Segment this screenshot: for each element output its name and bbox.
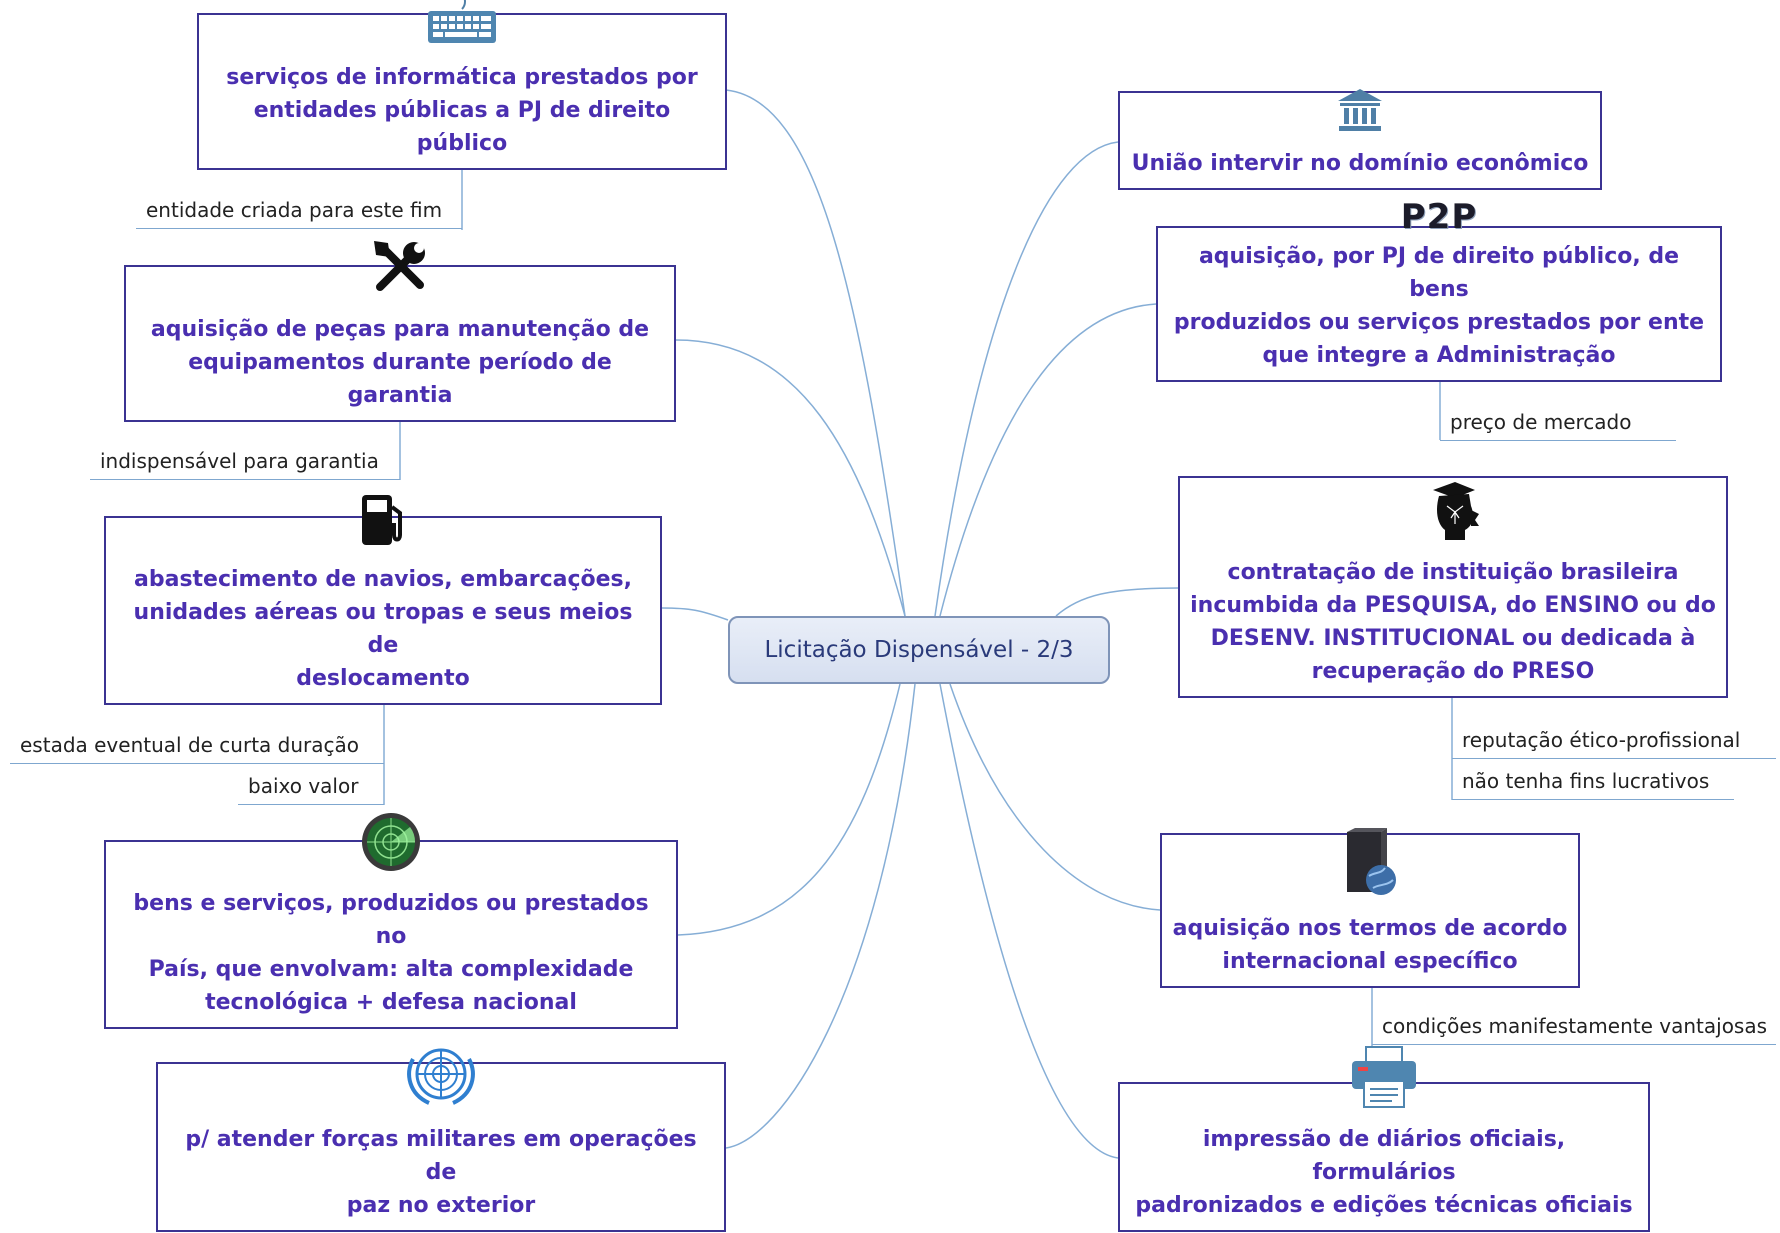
topic-pecas[interactable]: aquisição de peças para manutenção de eq… bbox=[124, 241, 676, 422]
fuel-pump-icon bbox=[358, 491, 408, 559]
topic-label: impressão de diários oficiais, formulári… bbox=[1135, 1127, 1633, 1218]
subtopic[interactable]: baixo valor bbox=[238, 772, 384, 805]
branch-p2p bbox=[939, 303, 1157, 617]
keyboard-icon bbox=[426, 0, 498, 57]
globe-document-icon bbox=[1337, 828, 1403, 908]
branch-pesquisa bbox=[1055, 587, 1179, 617]
bank-icon bbox=[1336, 87, 1384, 143]
graduate-head-icon bbox=[1425, 480, 1481, 552]
branch-acordo bbox=[949, 683, 1161, 911]
subtopic[interactable]: entidade criada para este fim bbox=[136, 196, 462, 229]
subtopic[interactable]: preço de mercado bbox=[1440, 408, 1676, 441]
subtopic[interactable]: estada eventual de curta duração bbox=[10, 731, 384, 764]
topic-paz[interactable]: p/ atender forças militares em operações… bbox=[156, 1048, 726, 1232]
topic-pesquisa[interactable]: contratação de instituição brasileira in… bbox=[1178, 476, 1728, 698]
topic-label: contratação de instituição brasileira in… bbox=[1190, 560, 1716, 684]
topic-impressao[interactable]: impressão de diários oficiais, formulári… bbox=[1118, 1046, 1650, 1232]
subtopic[interactable]: condições manifestamente vantajosas bbox=[1372, 1012, 1776, 1045]
topic-p2p[interactable]: P2P aquisição, por PJ de direito público… bbox=[1156, 198, 1722, 382]
topic-label: aquisição nos termos de acordo internaci… bbox=[1172, 916, 1568, 974]
branch-pecas bbox=[675, 339, 906, 617]
subtopic[interactable]: não tenha fins lucrativos bbox=[1452, 767, 1734, 800]
tools-icon bbox=[368, 235, 432, 309]
branch-abastecimento bbox=[661, 607, 729, 621]
branch-informatica bbox=[725, 89, 906, 617]
topic-informatica[interactable]: serviços de informática prestados por en… bbox=[197, 0, 727, 170]
central-topic-label: Licitação Dispensável - 2/3 bbox=[764, 637, 1074, 663]
topic-label: serviços de informática prestados por en… bbox=[226, 65, 698, 156]
topic-label: União intervir no domínio econômico bbox=[1131, 151, 1589, 176]
subtopic[interactable]: reputação ético-profissional bbox=[1452, 726, 1776, 759]
topic-label: p/ atender forças militares em operações… bbox=[185, 1127, 697, 1218]
topic-defesa[interactable]: bens e serviços, produzidos ou prestados… bbox=[104, 813, 678, 1029]
branch-uniao bbox=[934, 141, 1119, 617]
subtopic[interactable]: indispensável para garantia bbox=[90, 447, 400, 480]
topic-label: aquisição de peças para manutenção de eq… bbox=[150, 317, 650, 408]
branch-impressao bbox=[939, 683, 1119, 1159]
p2p-icon: P2P bbox=[1400, 197, 1478, 237]
topic-label: abastecimento de navios, embarcações, un… bbox=[133, 567, 633, 691]
central-topic[interactable]: Licitação Dispensável - 2/3 bbox=[728, 616, 1110, 684]
topic-label: aquisição, por PJ de direito público, de… bbox=[1173, 244, 1705, 368]
branch-paz bbox=[725, 683, 916, 1149]
topic-label: bens e serviços, produzidos ou prestados… bbox=[133, 891, 649, 1015]
branch-defesa bbox=[677, 683, 901, 936]
topic-acordo[interactable]: aquisição nos termos de acordo internaci… bbox=[1160, 828, 1580, 988]
radar-icon bbox=[360, 811, 422, 883]
topic-abastecimento[interactable]: abastecimento de navios, embarcações, un… bbox=[104, 495, 662, 705]
printer-icon bbox=[1350, 1045, 1418, 1119]
un-emblem-icon bbox=[399, 1039, 483, 1119]
topic-uniao[interactable]: União intervir no domínio econômico bbox=[1118, 89, 1602, 190]
